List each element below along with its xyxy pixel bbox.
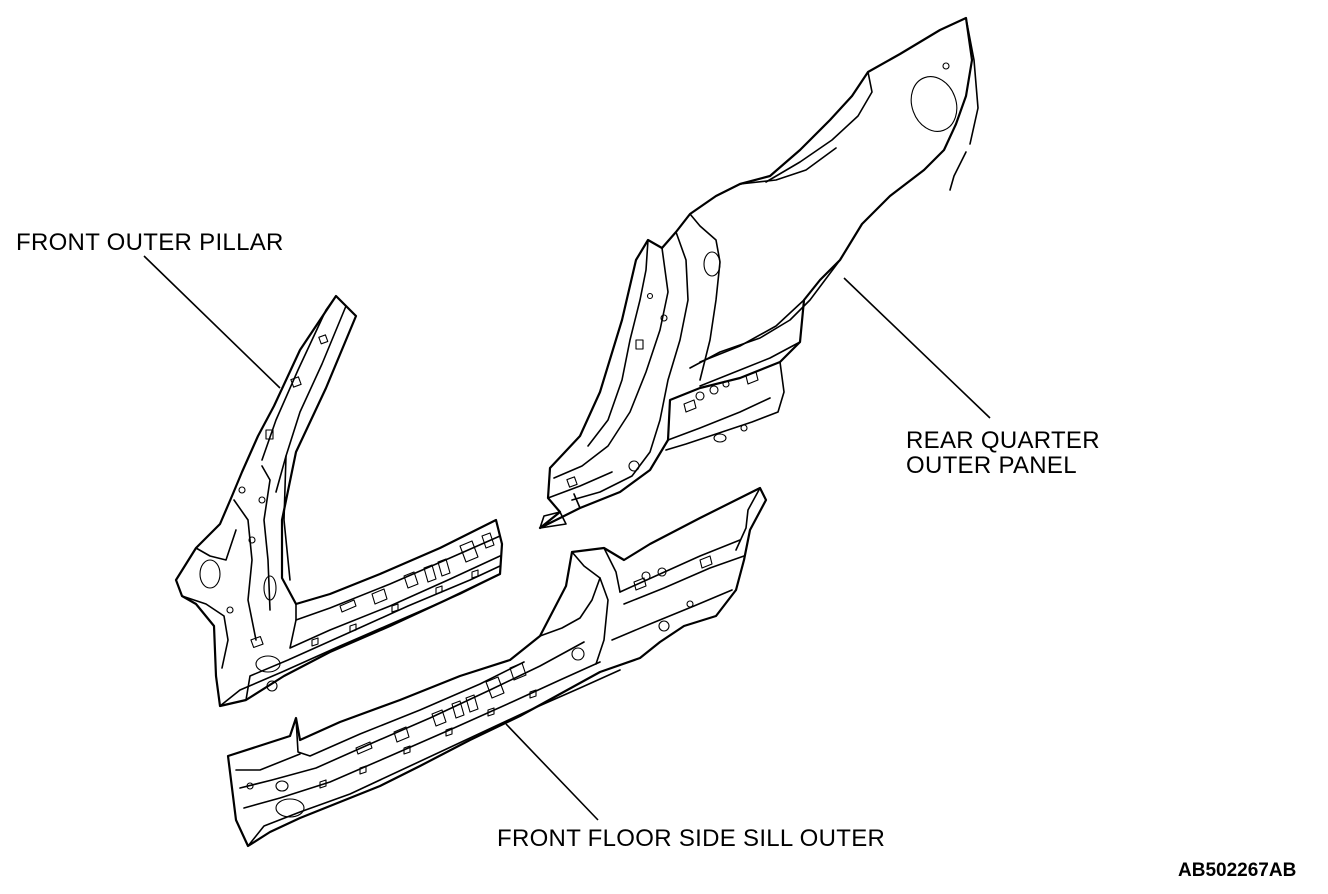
figure-code: AB502267AB [1178,860,1297,881]
front-floor-side-sill-outer-part [226,486,768,848]
front-outer-pillar-leader [143,255,281,389]
rear-quarter-outer-panel-text-line2: OUTER PANEL [906,452,1077,479]
front-floor-side-sill-outer-leader [505,723,599,821]
rear-quarter-outer-panel-part [538,16,979,530]
front-outer-pillar-label: FRONT OUTER PILLAR [16,230,284,255]
rear-quarter-outer-panel-leader [843,277,991,419]
front-outer-pillar-text: FRONT OUTER PILLAR [16,229,284,256]
front-outer-pillar-part [174,294,504,708]
front-floor-side-sill-outer-label: FRONT FLOOR SIDE SILL OUTER [497,826,885,851]
rear-quarter-outer-panel-text-line1: REAR QUARTER [906,427,1100,454]
front-floor-side-sill-outer-text: FRONT FLOOR SIDE SILL OUTER [497,825,886,852]
rear-quarter-outer-panel-label: REAR QUARTER OUTER PANEL [906,428,1100,478]
